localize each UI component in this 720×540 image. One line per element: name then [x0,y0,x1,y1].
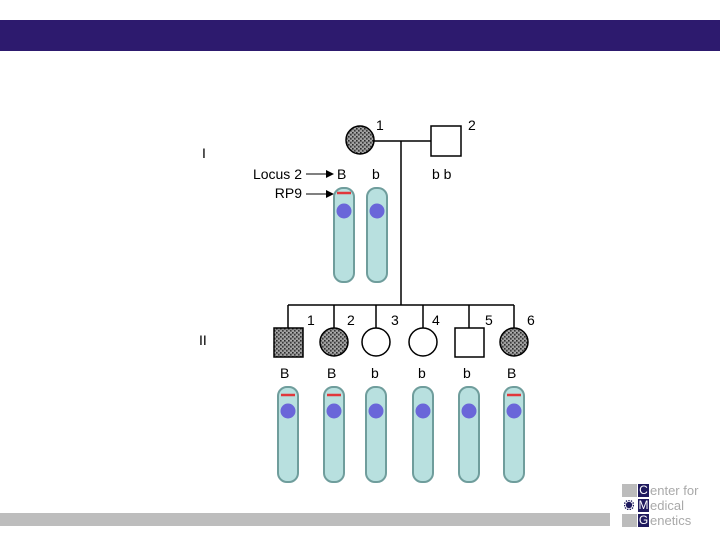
logo-tab-3 [622,514,637,527]
gen2-1-male-affected-symbol [273,327,304,358]
gen2-5-male-symbol [454,327,485,358]
gen2-6-female-affected-symbol [499,327,529,357]
generation-label-ii: II [199,332,207,348]
logo-initial-c: C [638,483,649,497]
logo-line-1: C enter for [622,484,718,498]
gen2-chromosome-6 [503,386,525,483]
gen2-2-female-affected-symbol [319,327,349,357]
gen2-chromosome-1-centromere [280,403,296,419]
logo-text-line-3: enetics [650,513,692,528]
gen2-allele-2: B [327,365,336,381]
logo-line-3: G enetics [622,514,718,528]
locus-2-label: Locus 2 [253,166,302,182]
gen2-number-4: 4 [432,312,440,328]
gen1-number-2: 2 [468,117,476,133]
gen2-3-female-symbol [361,327,391,357]
gen1-chromosome-1 [333,187,355,283]
gen2-allele-6: B [507,365,516,381]
gen2-allele-1: B [280,365,289,381]
gen1-male-alleles: b b [432,166,452,182]
gen2-number-3: 3 [391,312,399,328]
gen2-number-5: 5 [485,312,493,328]
gen2-number-6: 6 [527,312,535,328]
gen2-chromosome-1 [277,386,299,483]
gen2-allele-4: b [418,365,426,381]
gen2-chromosome-2-centromere [326,403,342,419]
gen2-allele-3: b [371,365,379,381]
gen2-allele-5: b [463,365,471,381]
generation-label-i: I [202,145,206,161]
logo-initial-m: M [638,498,649,512]
logo-text-line-2: edical [650,498,684,513]
gen2-chromosome-3-centromere [368,403,384,419]
gen2-chromosome-4 [412,386,434,483]
gen1-male-symbol [430,125,462,157]
gen1-chromosome-1-centromere [336,203,352,219]
gen2-chromosome-2 [323,386,345,483]
gen2-chromosome-3 [365,386,387,483]
logo-initial-g: G [638,513,649,527]
logo-text-line-1: enter for [650,483,699,498]
gen1-female-affected-symbol [345,125,375,155]
gen2-4-female-symbol [408,327,438,357]
footer-band [0,513,610,526]
gen1-chromosome-2-centromere [369,203,385,219]
gen1-chromosome-2 [366,187,388,283]
cmg-logo: C enter for M edical G enetics [622,484,718,530]
gear-icon [624,500,634,510]
gen1-number-1: 1 [376,117,384,133]
gen1-allele-2: b [372,166,380,182]
logo-tab-1 [622,484,637,497]
gen2-chromosome-4-centromere [415,403,431,419]
gen2-chromosome-6-centromere [506,403,522,419]
logo-line-2: M edical [622,499,718,513]
gen2-chromosome-5-centromere [461,403,477,419]
header-band [0,20,720,51]
rp9-label: RP9 [275,185,302,201]
gen2-number-1: 1 [307,312,315,328]
gen2-number-2: 2 [347,312,355,328]
gen2-chromosome-5 [458,386,480,483]
gen1-allele-1: B [337,166,346,182]
